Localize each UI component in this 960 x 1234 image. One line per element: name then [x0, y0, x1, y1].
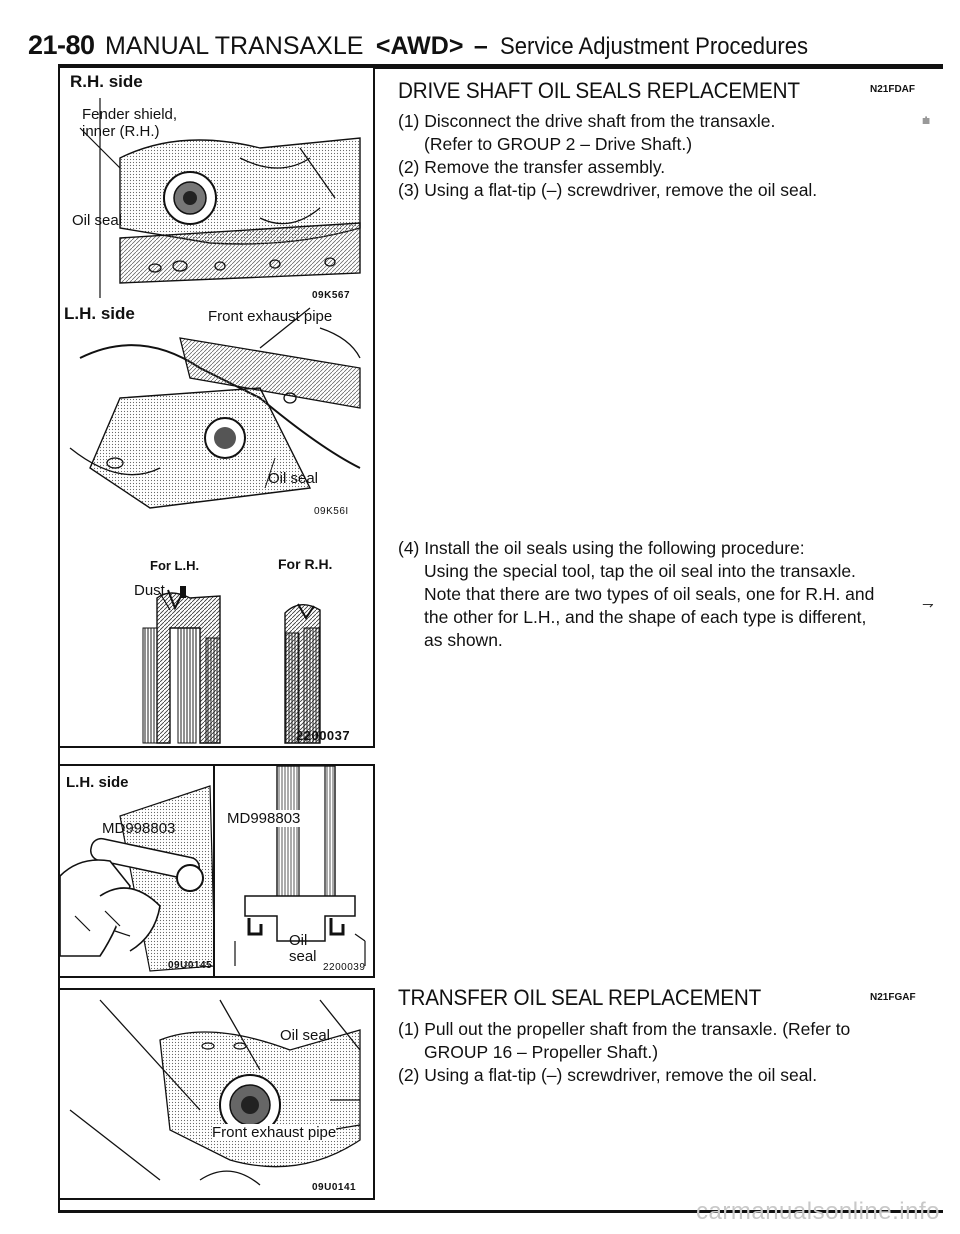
- oil-label: Oil: [289, 932, 308, 949]
- figure-code-upper: 09K567: [312, 290, 351, 301]
- section-title-drive-shaft: DRIVE SHAFT OIL SEALS REPLACEMENT: [398, 78, 800, 103]
- figure-1-illustration: [69, 98, 361, 509]
- oil-seal-label-transfer: Oil seal: [280, 1027, 331, 1044]
- figure-3-right-illustration: [234, 766, 366, 966]
- transfer-step-1: (1) Pull out the propeller shaft from th…: [398, 1019, 851, 1039]
- transfer-step-2: (2) Using a flat-tip (–) screwdriver, re…: [398, 1065, 818, 1085]
- header-dash: –: [473, 32, 488, 60]
- seal-label: seal: [289, 948, 317, 965]
- transfer-steps: (1) Pull out the propeller shaft from th…: [398, 1018, 850, 1087]
- step-3: (3) Using a flat-tip (–) screwdriver, re…: [398, 180, 818, 200]
- figure-4-illustration: [69, 999, 361, 1186]
- figure-code-install-right: 2200039: [323, 962, 366, 973]
- figure-oil-seal-types: For L.H. For R.H. Dust 2200037: [58, 518, 375, 748]
- watermark: carmanualsonline.info: [696, 1198, 940, 1225]
- fender-shield-label: Fender shield,: [82, 106, 178, 123]
- for-lh-label: For L.H.: [150, 558, 200, 573]
- step-4-line-5: as shown.: [424, 630, 503, 650]
- step-4-line-2: Using the special tool, tap the oil seal…: [424, 561, 856, 581]
- oil-seal-label-lower: Oil seal: [268, 470, 319, 487]
- step-4-line-4: the other for L.H., and the shape of eac…: [424, 607, 867, 627]
- front-exhaust-pipe-label-transfer: Front exhaust pipe: [212, 1124, 337, 1141]
- margin-mark-1: ⩧: [922, 112, 931, 128]
- figure-code-transfer: 09U0141: [312, 1182, 357, 1193]
- manual-section-title: MANUAL TRANSAXLE: [105, 32, 364, 60]
- section-code-transfer: N21FGAF: [870, 992, 916, 1003]
- tool-label-right: MD998803: [227, 810, 301, 827]
- figure-install-lh-seal: L.H. side MD998803 09U0145: [58, 764, 219, 978]
- section-title-transfer: TRANSFER OIL SEAL REPLACEMENT: [398, 985, 762, 1010]
- rh-side-label: R.H. side: [70, 72, 143, 91]
- transfer-step-1-ref: GROUP 16 – Propeller Shaft.): [424, 1042, 659, 1062]
- figure-drive-shaft-oil-seals: R.H. side Fender shield, inner (R.H.) Oi…: [58, 66, 375, 522]
- figure-code-seal-types: 2200037: [296, 728, 351, 743]
- figure-transfer-oil-seal: Oil seal Front exhaust pipe 09U0141: [58, 988, 375, 1200]
- for-rh-label: For R.H.: [278, 556, 333, 572]
- header-rule: [58, 64, 943, 69]
- figure-code-lower: 09K56I: [314, 506, 349, 517]
- footer-rule: [58, 1210, 943, 1213]
- page-header: 21-80 MANUAL TRANSAXLE <AWD> – Service A…: [28, 30, 835, 61]
- dust-label: Dust: [134, 582, 165, 599]
- lh-side-install-label: L.H. side: [66, 774, 129, 791]
- tool-label-left: MD998803: [102, 820, 176, 837]
- step-4: (4) Install the oil seals using the foll…: [398, 538, 805, 558]
- install-procedure: (4) Install the oil seals using the foll…: [398, 537, 874, 652]
- drive-shaft-steps: (1) Disconnect the drive shaft from the …: [398, 110, 817, 202]
- variant-label: <AWD>: [375, 32, 464, 60]
- front-exhaust-pipe-label: Front exhaust pipe: [208, 308, 333, 325]
- step-1-ref: (Refer to GROUP 2 – Drive Shaft.): [424, 134, 693, 154]
- section-code-drive-shaft: N21FDAF: [870, 84, 916, 95]
- oil-seal-label-upper: Oil seal: [72, 212, 123, 229]
- inner-rh-label: inner (R.H.): [82, 123, 160, 140]
- step-2: (2) Remove the transfer assembly.: [398, 157, 666, 177]
- step-4-line-3: Note that there are two types of oil sea…: [424, 584, 875, 604]
- figure-code-install-left: 09U0145: [168, 960, 213, 971]
- figure-3-left-illustration: [60, 785, 216, 972]
- lh-side-label: L.H. side: [64, 304, 135, 323]
- figure-install-tool-section: MD998803 Oil seal 2200039: [213, 764, 375, 978]
- header-subtitle: Service Adjustment Procedures: [500, 33, 809, 60]
- margin-mark-2: ⇁: [922, 596, 934, 612]
- step-1: (1) Disconnect the drive shaft from the …: [398, 111, 776, 131]
- page-number: 21-80: [28, 30, 95, 60]
- figure-2-illustration: [142, 586, 321, 744]
